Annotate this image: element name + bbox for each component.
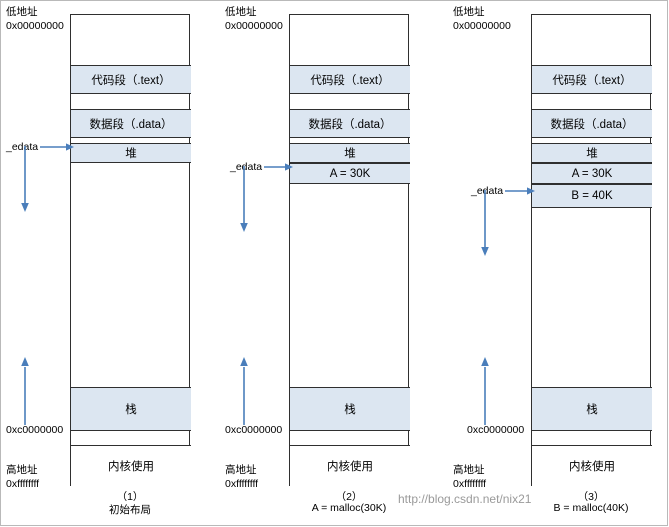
segment-text-1: 代码段（.text） (71, 65, 191, 94)
panel-caption-2: A = malloc(30K) (311, 502, 387, 514)
edata-label-2: _edata (230, 161, 263, 173)
edata-pointer-arrow-1 (40, 143, 74, 151)
low-address-value-2: 0x00000000 (225, 20, 283, 32)
panel-number-1: （1） (116, 491, 144, 503)
segment-data-2: 数据段（.data） (290, 109, 410, 138)
segment-heap-2: 堆 (290, 143, 410, 163)
high-address-value-3: 0xffffffff (453, 478, 487, 490)
stack-growth-up-arrow-3 (481, 357, 489, 425)
stack-boundary-address-3: 0xc0000000 (467, 424, 525, 436)
segment-alloc-b-3: B = 40K (532, 184, 652, 208)
panel-3: 低地址 0x00000000 代码段（.text） 数据段（.data） 堆 A… (447, 0, 669, 526)
segment-alloc-a-2: A = 30K (290, 163, 410, 184)
heap-growth-down-arrow-2 (240, 166, 248, 232)
low-address-title-3: 低地址 (453, 6, 485, 18)
low-address-title-1: 低地址 (6, 6, 38, 18)
panel-caption-1: 初始布局 (109, 504, 151, 516)
stack-boundary-address-1: 0xc0000000 (6, 424, 64, 436)
panel-number-2: （2） (335, 491, 363, 503)
watermark-text: http://blog.csdn.net/nix21 (398, 492, 532, 506)
segment-text-2: 代码段（.text） (290, 65, 410, 94)
segment-heap-3: 堆 (532, 143, 652, 163)
panel-caption-3: B = malloc(40K) (553, 502, 629, 514)
segment-kernel-2: 内核使用 (290, 445, 410, 486)
segment-kernel-1: 内核使用 (71, 445, 191, 486)
segment-alloc-a-3: A = 30K (532, 163, 652, 184)
segment-data-3: 数据段（.data） (532, 109, 652, 138)
panel-number-3: （3） (577, 491, 605, 503)
segment-kernel-3: 内核使用 (532, 445, 652, 486)
edata-label-3: _edata (471, 185, 504, 197)
segment-stack-2: 栈 (290, 387, 410, 431)
panel-2: 低地址 0x00000000 代码段（.text） 数据段（.data） 堆 A… (219, 0, 442, 526)
low-address-value-1: 0x00000000 (6, 20, 64, 32)
segment-stack-3: 栈 (532, 387, 652, 431)
edata-label-1: _edata (6, 141, 39, 153)
high-address-value-1: 0xffffffff (6, 478, 40, 490)
segment-stack-1: 栈 (71, 387, 191, 431)
heap-growth-down-arrow-1 (21, 146, 29, 212)
high-address-title-3: 高地址 (453, 464, 485, 476)
segment-heap-1: 堆 (71, 143, 191, 163)
memory-column-1: 代码段（.text） 数据段（.data） 堆 栈 内核使用 (70, 14, 191, 486)
stack-boundary-address-2: 0xc0000000 (225, 424, 283, 436)
segment-data-1: 数据段（.data） (71, 109, 191, 138)
low-address-value-3: 0x00000000 (453, 20, 511, 32)
memory-column-2: 代码段（.text） 数据段（.data） 堆 A = 30K 栈 内核使用 (289, 14, 410, 486)
panel-1: 低地址 0x00000000 代码段（.text） 数据段（.data） 堆 栈… (0, 0, 223, 526)
stack-growth-up-arrow-1 (21, 357, 29, 425)
edata-pointer-arrow-3 (505, 187, 535, 195)
heap-growth-down-arrow-3 (481, 190, 489, 256)
high-address-title-1: 高地址 (6, 464, 38, 476)
segment-text-3: 代码段（.text） (532, 65, 652, 94)
high-address-value-2: 0xffffffff (225, 478, 259, 490)
edata-pointer-arrow-2 (264, 163, 293, 171)
memory-column-3: 代码段（.text） 数据段（.data） 堆 A = 30K B = 40K … (531, 14, 652, 486)
stack-growth-up-arrow-2 (240, 357, 248, 425)
low-address-title-2: 低地址 (225, 6, 257, 18)
high-address-title-2: 高地址 (225, 464, 257, 476)
